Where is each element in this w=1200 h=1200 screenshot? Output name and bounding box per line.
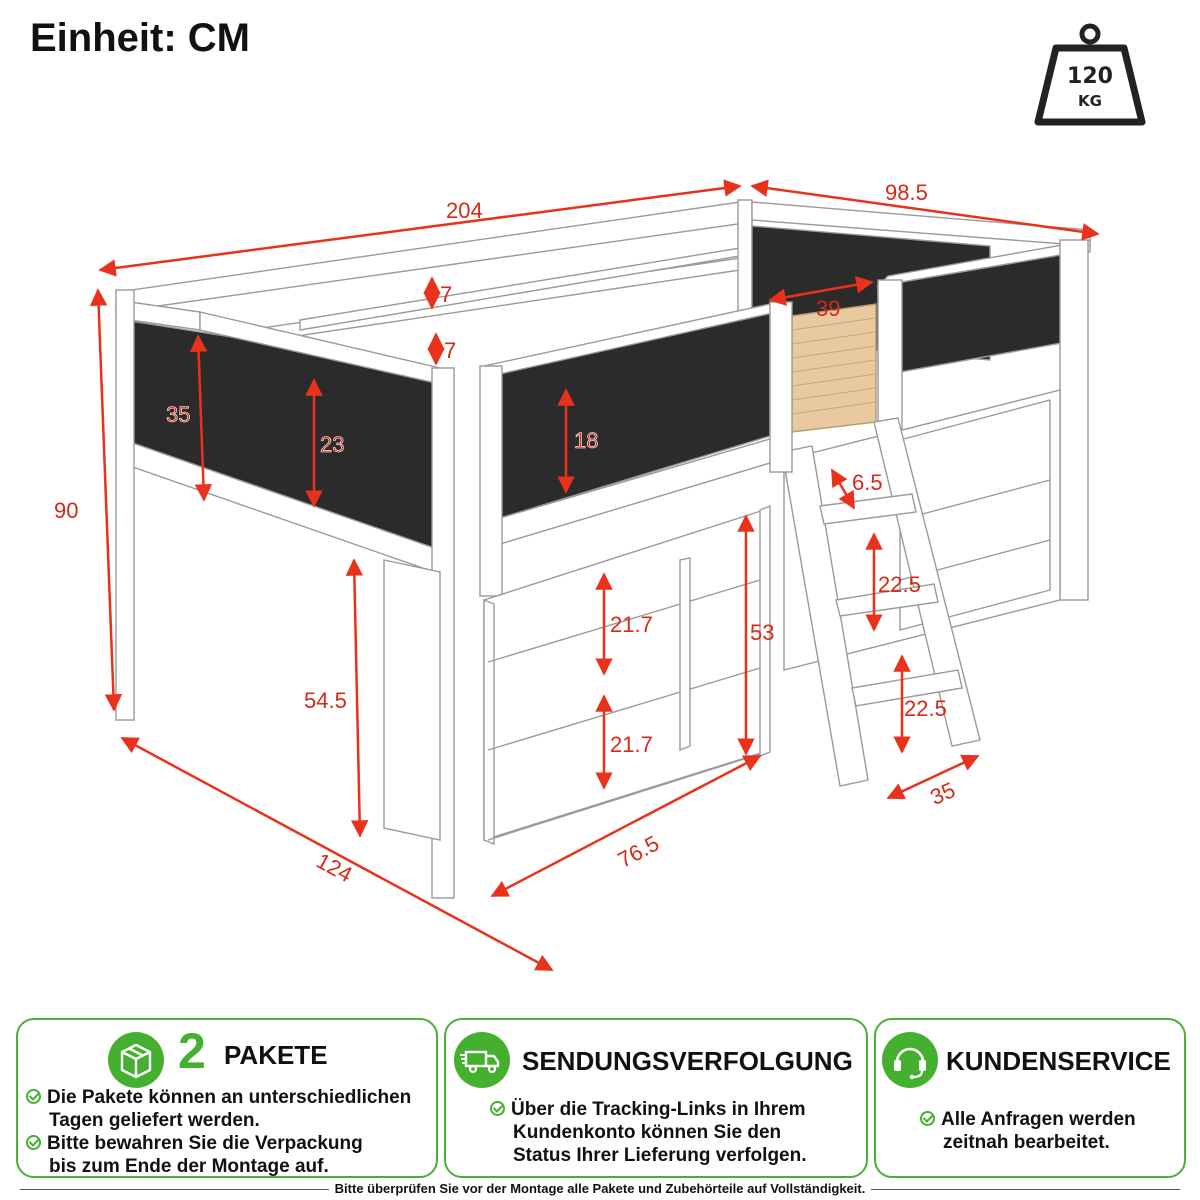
bed-dimension-diagram: 204 98.5 90 124 7 7 39 35 23 18 6.5 22.5… (54, 179, 1100, 972)
dim-label-step-gap-upper: 22.5 (878, 572, 921, 597)
under-side-wall (383, 559, 441, 841)
packages-line-2: Tagen geliefert werden. (49, 1110, 260, 1131)
dim-label-length: 204 (446, 198, 483, 223)
packages-line-4: bis zum Ende der Montage auf. (49, 1156, 329, 1177)
dim-label-shelf-gap-upper: 21.7 (610, 612, 653, 637)
dim-label-shelf-width: 76.5 (614, 830, 664, 872)
dim-label-entry-width: 39 (816, 296, 840, 321)
dim-label-ladder-width: 35 (926, 777, 959, 810)
dim-label-width: 98.5 (885, 180, 928, 205)
front-bookshelf (483, 504, 771, 846)
service-line-1: Alle Anfragen werden (920, 1108, 1136, 1131)
front-rail-post (479, 365, 503, 597)
weight-capacity-unit: KG (1078, 92, 1102, 110)
dim-label-panel-left: 35 (166, 402, 190, 427)
packages-title: PAKETE (224, 1040, 328, 1070)
unit-title: Einheit: CM (30, 16, 250, 60)
front-right-post (769, 301, 793, 473)
check-icon (490, 1101, 505, 1116)
dim-label-shelf-height: 53 (750, 620, 774, 645)
check-icon (26, 1089, 41, 1104)
service-line-2: zeitnah bearbeitet. (943, 1132, 1110, 1153)
bed-slats (791, 303, 877, 433)
tracking-line-2: Kundenkonto können Sie den (513, 1122, 782, 1143)
dim-label-panel-mid: 23 (320, 432, 344, 457)
dim-label-height: 90 (54, 498, 78, 523)
dim-label-rail-gap-top: 7 (440, 282, 452, 307)
footer-note: Bitte überprüfen Sie vor der Montage all… (0, 1181, 1200, 1196)
foot-left-post (877, 279, 903, 441)
packages-line-1: Die Pakete können an unterschiedlichen (26, 1086, 411, 1109)
dim-label-under-clearance: 54.5 (304, 688, 347, 713)
service-title: KUNDENSERVICE (946, 1046, 1171, 1076)
tracking-line-1: Über die Tracking-Links in Ihrem (490, 1098, 806, 1121)
dim-label-rail-gap-bottom: 7 (444, 338, 456, 363)
tracking-title: SENDUNGSVERFOLGUNG (522, 1046, 853, 1076)
delivery-truck-icon (454, 1032, 510, 1088)
package-box-icon (108, 1032, 164, 1088)
weight-capacity-value: 120 (1067, 64, 1113, 89)
foot-right-post (1059, 239, 1089, 601)
tracking-card: SENDUNGSVERFOLGUNG Über die Tracking-Lin… (444, 1018, 868, 1178)
dim-line-depth (120, 736, 554, 972)
tracking-line-3: Status Ihrer Lieferung verfolgen. (513, 1145, 807, 1166)
weight-icon (1034, 23, 1146, 126)
dim-line-length (98, 179, 742, 277)
dim-label-panel-front: 18 (574, 428, 598, 453)
check-icon (26, 1135, 41, 1150)
dim-line-entry-width (768, 276, 874, 306)
service-card: KUNDENSERVICE Alle Anfragen werden zeitn… (874, 1018, 1186, 1178)
package-count: 2 (178, 1023, 206, 1079)
weight-badge: 120 KG (1030, 20, 1150, 130)
headset-icon (882, 1032, 938, 1088)
dim-label-step-depth: 6.5 (852, 470, 883, 495)
packages-line-3: Bitte bewahren Sie die Verpackung (26, 1132, 363, 1155)
packages-card: 2 PAKETE Die Pakete können an unterschie… (16, 1018, 438, 1178)
dim-line-under-clearance (345, 558, 369, 838)
dim-label-step-gap-lower: 22.5 (904, 696, 947, 721)
dim-label-shelf-gap-lower: 21.7 (610, 732, 653, 757)
dim-line-shelf-width (490, 754, 762, 898)
dim-line-step-depth (830, 468, 856, 510)
dim-line-width (750, 179, 1100, 241)
dim-label-depth: 124 (312, 848, 356, 887)
dim-line-panel-left (189, 334, 213, 502)
front-left-post (115, 289, 135, 721)
check-icon (920, 1111, 935, 1126)
dim-line-ladder-width (886, 754, 980, 800)
dim-line-height (89, 288, 123, 712)
